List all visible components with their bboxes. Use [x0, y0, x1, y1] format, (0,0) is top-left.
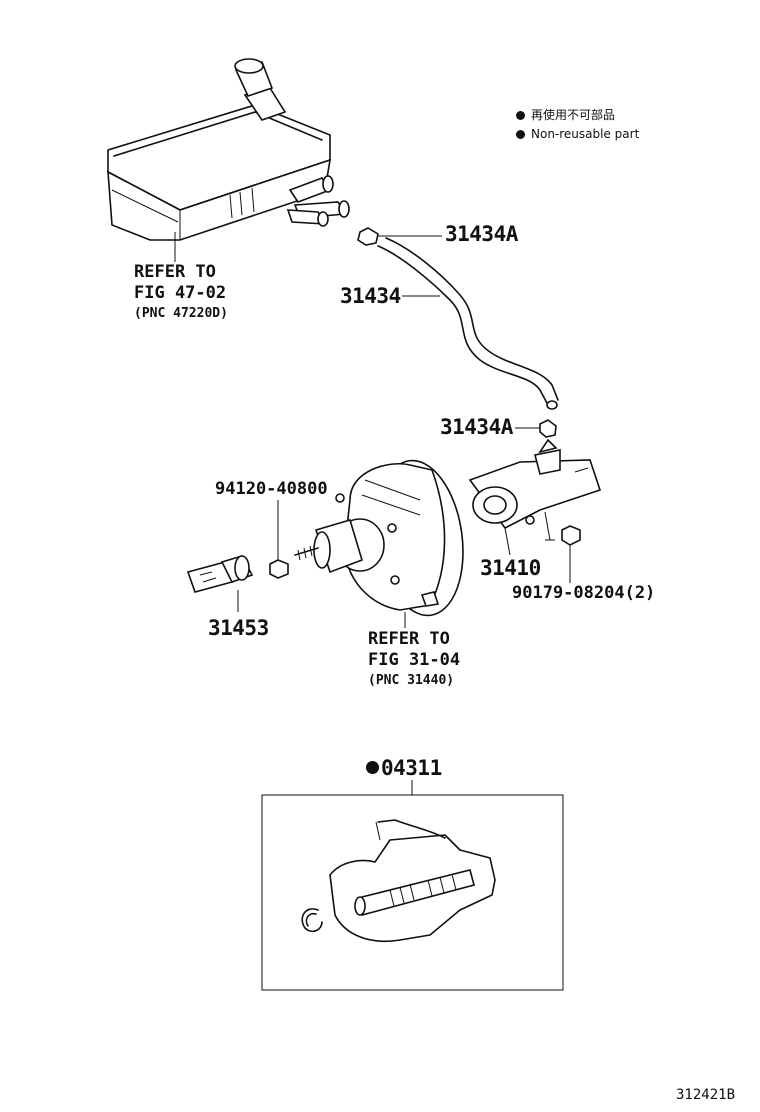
stop-lamp-switch-31453 — [186, 555, 254, 612]
nut-94120 — [269, 500, 289, 579]
figure-id: 312421B — [676, 1087, 736, 1103]
refer-reservoir-line3: (PNC 47220D) — [134, 306, 228, 321]
callout-31453[interactable]: 31453 — [208, 616, 269, 640]
refer-booster-line1: REFER TO — [368, 629, 450, 649]
callout-90179-08204[interactable]: 90179-08204(2) — [512, 583, 656, 603]
refer-reservoir-line1: REFER TO — [134, 262, 216, 282]
callout-31434A-top[interactable]: 31434A — [445, 222, 518, 246]
kit-04311 — [261, 780, 564, 991]
clamp-31434A-bottom — [515, 419, 557, 438]
refer-booster-line2[interactable]: FIG 31-04 — [368, 650, 461, 670]
non-reusable-bullet-icon — [366, 761, 379, 774]
legend-item-jp: 再使用不可部品 — [516, 106, 639, 123]
callout-31410[interactable]: 31410 — [480, 556, 541, 580]
master-cylinder-31410 — [468, 438, 602, 556]
refer-reservoir-line2[interactable]: FIG 47-02 — [134, 283, 227, 303]
callout-94120-40800[interactable]: 94120-40800 — [215, 479, 328, 499]
nut-90179 — [561, 525, 581, 583]
refer-booster-line3: (PNC 31440) — [368, 673, 455, 688]
clamp-31434A-top — [357, 227, 442, 246]
hose-31434 — [377, 237, 559, 410]
callout-31434A-bottom[interactable]: 31434A — [440, 415, 513, 439]
legend: 再使用不可部品 Non-reusable part — [516, 106, 639, 145]
legend-item-en: Non-reusable part — [516, 127, 639, 141]
bullet-icon — [516, 130, 525, 139]
brake-booster — [294, 459, 464, 628]
bullet-icon — [516, 111, 525, 120]
callout-04311[interactable]: 04311 — [366, 758, 442, 779]
callout-31434[interactable]: 31434 — [340, 284, 401, 308]
reservoir-tank — [107, 58, 350, 262]
